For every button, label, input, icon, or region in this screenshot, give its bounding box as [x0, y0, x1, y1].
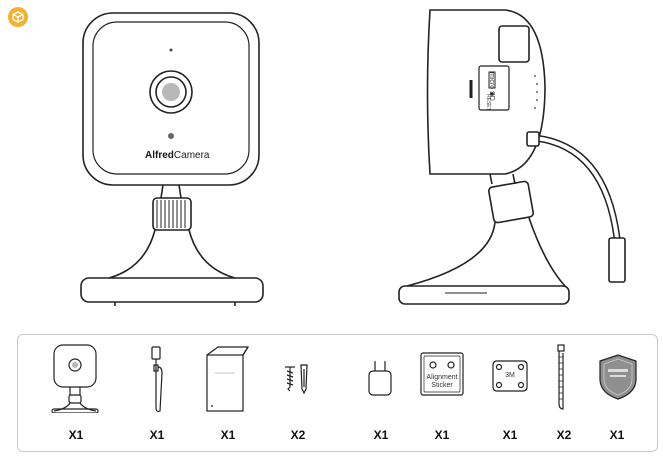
package-contents-panel	[17, 334, 658, 452]
kit-item-user-guide	[198, 343, 258, 413]
kit-qty-cable-ties: X2	[556, 428, 572, 442]
brand-logo: AlfredCamera	[145, 150, 210, 161]
kit-item-camera	[46, 343, 106, 413]
kit-item-usb-cable	[127, 343, 187, 413]
alignment-sticker-label-line1: Alignment	[426, 374, 458, 381]
kit-qty-power-adapter: X1	[373, 428, 389, 442]
kit-item-warning-sticker	[590, 343, 650, 413]
camera-side-view: micro SD RESET	[395, 6, 640, 311]
kit-item-screws-anchors	[268, 343, 328, 413]
3m-label: 3M	[505, 372, 515, 379]
alignment-sticker-label-line2: Sticker	[431, 382, 453, 389]
kit-qty-screws-anchors: X2	[290, 428, 306, 442]
kit-item-alignment-sticker: Alignment Sticker	[413, 343, 473, 413]
kit-qty-warning-sticker: X1	[609, 428, 625, 442]
kit-item-cable-ties	[535, 343, 595, 413]
kit-qty-camera: X1	[68, 428, 84, 442]
reset-label: RESET	[485, 94, 491, 111]
kit-item-3m-pad: 3M	[481, 343, 541, 413]
kit-qty-3m-pad: X1	[502, 428, 518, 442]
kit-qty-user-guide: X1	[220, 428, 236, 442]
kit-item-power-adapter	[351, 343, 411, 413]
package-box-icon	[8, 7, 28, 27]
kit-qty-alignment-sticker: X1	[434, 428, 450, 442]
kit-qty-usb-cable: X1	[149, 428, 165, 442]
camera-front-view: AlfredCamera	[75, 10, 275, 310]
